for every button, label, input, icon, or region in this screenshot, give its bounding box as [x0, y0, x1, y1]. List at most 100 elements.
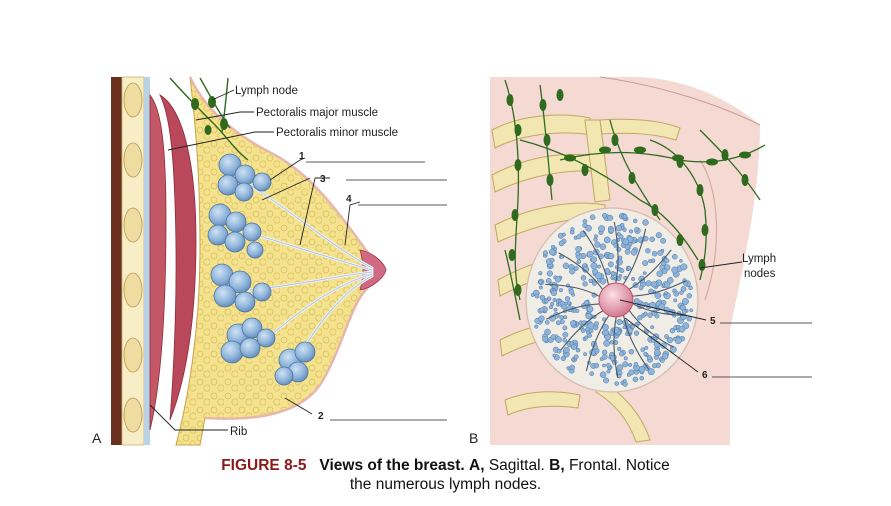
lobule-dot	[595, 272, 602, 280]
duct-branch	[622, 314, 650, 370]
duct-branch	[627, 249, 672, 291]
number-2: 2	[318, 411, 324, 422]
duct-branch	[558, 252, 604, 291]
lobule-dot	[622, 213, 628, 219]
lobule-dot	[619, 268, 625, 274]
lobule-dot	[673, 290, 680, 297]
lobule-dot	[617, 346, 622, 352]
lobule-dot	[651, 250, 658, 257]
panel-letter-b: B	[469, 430, 478, 446]
duct-branch	[545, 303, 601, 320]
number-1: 1	[299, 151, 305, 162]
lobule-dot	[549, 257, 555, 263]
lobule-dot	[534, 324, 539, 329]
lobule-dot	[570, 320, 576, 327]
lobule-dot	[566, 301, 571, 306]
lobule-dot	[553, 307, 558, 312]
label-lymph-nodes-line1: Lymph	[742, 253, 776, 265]
lobule-dot	[686, 316, 692, 322]
lobule-dot	[642, 219, 649, 226]
lobule-dot	[583, 300, 589, 306]
lobule-dot	[628, 348, 635, 355]
lobule-dot	[647, 355, 652, 361]
lobule-dot	[664, 334, 669, 339]
lobule-dot	[618, 234, 624, 239]
lobule-dot	[601, 212, 608, 219]
lobule-dot	[673, 298, 678, 303]
lobule-dot	[628, 229, 634, 234]
lobule-dot	[664, 291, 668, 295]
lobule-dot	[544, 320, 550, 325]
lobule-dot	[562, 325, 568, 331]
lobule-dot	[555, 320, 561, 326]
lobule-dot	[628, 369, 635, 376]
panel-letter-a: A	[92, 430, 102, 446]
lobule-dot	[603, 340, 610, 347]
lobule-dot	[584, 335, 589, 340]
lobules-panel-a	[207, 153, 316, 386]
caption-b-letter: B,	[549, 457, 565, 474]
lobule-dot	[661, 261, 667, 266]
lobule-dot	[651, 363, 658, 369]
lobule-dot	[586, 305, 594, 313]
lobule-dot	[598, 225, 606, 233]
lobule-dot	[681, 309, 687, 314]
lobule-dot	[538, 285, 543, 290]
lobule-dot	[603, 236, 611, 244]
lobule-dot	[558, 288, 563, 293]
lobule-dot	[550, 244, 556, 250]
lobule-dot	[606, 369, 611, 374]
lobule-dot	[638, 285, 644, 291]
lobule-dot	[645, 280, 652, 287]
lobule-dot	[672, 253, 678, 260]
number-4: 4	[346, 194, 352, 205]
lobule-dot	[599, 278, 607, 285]
lobule-dot	[602, 363, 606, 368]
lobule-dot	[591, 280, 597, 286]
lobule-dot	[643, 311, 648, 316]
lobule-dot	[645, 248, 651, 254]
lobule-dot	[661, 353, 669, 360]
lobule-dot	[562, 331, 569, 338]
lobule-dot	[614, 381, 619, 386]
lobule-dot	[642, 260, 649, 267]
lobule-dot	[622, 325, 627, 330]
lobule-dot	[606, 362, 611, 368]
lobule-dot	[678, 325, 686, 333]
duct-branch	[628, 309, 674, 348]
caption-a-letter: A,	[469, 457, 485, 474]
lobule-dot	[552, 353, 557, 358]
lobule-dot	[545, 278, 552, 284]
duct-branch	[631, 302, 687, 317]
rib-segments	[123, 82, 143, 433]
lobule-dot	[616, 364, 624, 371]
lobule-dot	[631, 276, 636, 282]
lobule-dot	[650, 281, 657, 288]
lobule-dot	[548, 248, 556, 256]
duct-branch	[613, 315, 619, 379]
lobule-dot	[561, 232, 566, 237]
lobule-dot	[576, 259, 582, 265]
lobule-dot	[542, 336, 549, 343]
lobule-dot	[654, 292, 662, 299]
lobule-dot	[647, 312, 653, 318]
lobule-dot	[580, 275, 587, 281]
lobule-dot	[660, 358, 665, 363]
lobule-dot	[575, 251, 581, 257]
lobule-dot	[589, 371, 595, 376]
figure-number: FIGURE 8-5	[221, 457, 307, 474]
duct-branch	[613, 221, 619, 285]
lobule-dot	[560, 355, 567, 362]
lobule-dot	[546, 296, 552, 301]
duct-branch	[585, 314, 610, 372]
lobule-dot	[559, 315, 564, 320]
lobule-dot	[575, 347, 581, 353]
lobule-dot	[630, 324, 635, 329]
lobule-dot	[643, 351, 648, 357]
lymph-node-icons-panel-a	[191, 96, 228, 135]
lobule-dot	[603, 377, 610, 384]
lobule-dot	[601, 349, 608, 355]
lobule-dot	[546, 270, 553, 277]
lobule-dot	[644, 345, 649, 350]
lobule-dot	[633, 330, 640, 336]
